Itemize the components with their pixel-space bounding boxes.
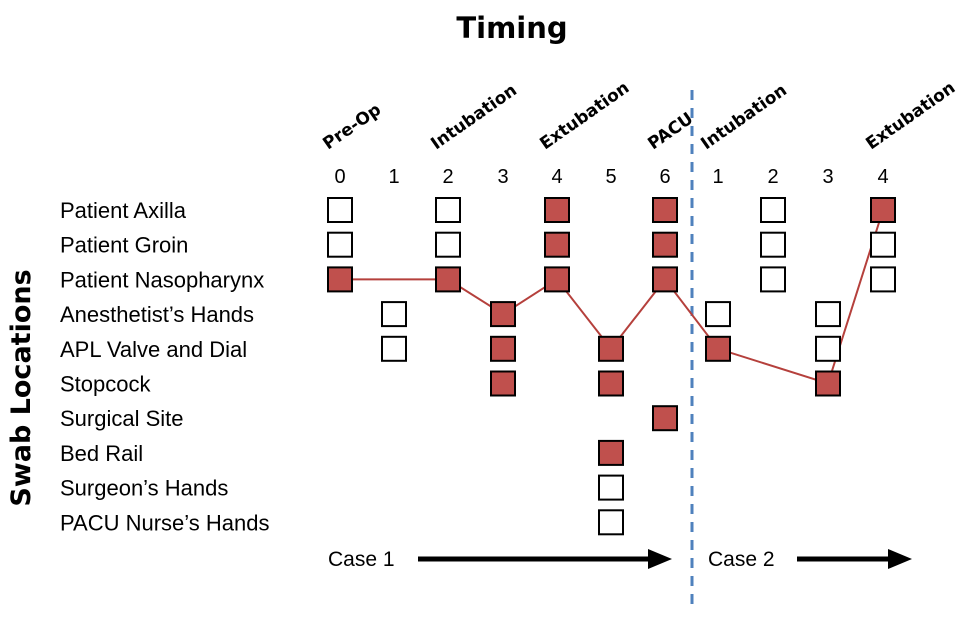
- positive-sample-marker: [652, 197, 678, 223]
- phase-label: Intubation: [427, 80, 520, 154]
- timepoint-labels: 0 1 2 3 4 5 6 1 2 3 4: [334, 166, 888, 188]
- timepoint-label: 2: [767, 166, 778, 188]
- positive-sample-marker: [652, 266, 678, 293]
- row-label: Stopcock: [60, 372, 151, 397]
- negative-sample-marker: [815, 335, 841, 362]
- timepoint-label: 1: [712, 166, 723, 188]
- negative-sample-marker: [705, 301, 731, 328]
- case-2-arrowhead: [888, 549, 912, 569]
- row-label: Surgeon’s Hands: [60, 476, 228, 501]
- positive-sample-marker: [598, 335, 624, 362]
- negative-sample-marker: [598, 474, 624, 501]
- phase-label: Extubation: [862, 78, 959, 154]
- case-1-arrowhead: [648, 549, 672, 569]
- negative-sample-marker: [870, 266, 896, 293]
- case-markers: Case 1 Case 2: [328, 548, 912, 571]
- timepoint-label: 4: [551, 166, 562, 188]
- positive-sample-marker: [435, 266, 461, 293]
- negative-sample-marker: [598, 509, 624, 536]
- positive-sample-marker: [490, 335, 516, 362]
- negative-sample-marker: [327, 197, 353, 223]
- timepoint-label: 6: [659, 166, 670, 188]
- positive-sample-marker: [544, 231, 570, 258]
- positive-sample-marker: [815, 370, 841, 397]
- row-label: Patient Groin: [60, 233, 188, 258]
- negative-sample-marker: [760, 231, 786, 258]
- row-label: Patient Nasopharynx: [60, 267, 264, 292]
- timepoint-label: 2: [442, 166, 453, 188]
- y-axis-label: Swab Locations: [6, 269, 37, 506]
- positive-sample-marker: [327, 266, 353, 293]
- row-label: PACU Nurse’s Hands: [60, 510, 269, 535]
- positive-sample-marker: [870, 197, 896, 223]
- negative-sample-marker: [435, 197, 461, 223]
- diagram-title: Timing: [456, 11, 567, 45]
- negative-sample-marker: [381, 301, 407, 328]
- positive-sample-marker: [544, 197, 570, 223]
- positive-sample-marker: [490, 370, 516, 397]
- row-label: APL Valve and Dial: [60, 337, 247, 362]
- timepoint-label: 3: [822, 166, 833, 188]
- negative-sample-marker: [760, 197, 786, 223]
- case-1-label: Case 1: [328, 548, 395, 571]
- negative-sample-marker: [760, 266, 786, 293]
- row-label: Anesthetist’s Hands: [60, 302, 254, 327]
- negative-sample-marker: [870, 231, 896, 258]
- timepoint-label: 4: [877, 166, 888, 188]
- case-2-label: Case 2: [708, 548, 775, 571]
- row-label: Surgical Site: [60, 406, 184, 431]
- negative-sample-marker: [815, 301, 841, 328]
- row-label: Bed Rail: [60, 441, 143, 466]
- phase-label: PACU: [644, 109, 697, 154]
- timepoint-label: 5: [605, 166, 616, 188]
- negative-sample-marker: [435, 231, 461, 258]
- row-label: Patient Axilla: [60, 198, 187, 223]
- negative-sample-marker: [381, 335, 407, 362]
- positive-sample-marker: [652, 231, 678, 258]
- phase-label: Extubation: [536, 78, 633, 154]
- positive-sample-marker: [490, 301, 516, 328]
- phase-label: Pre-Op: [319, 100, 385, 154]
- timepoint-label: 0: [334, 166, 345, 188]
- timepoint-label: 3: [497, 166, 508, 188]
- timepoint-label: 1: [388, 166, 399, 188]
- positive-sample-marker: [544, 266, 570, 293]
- positive-sample-marker: [598, 370, 624, 397]
- negative-sample-marker: [327, 231, 353, 258]
- sample-grid: [327, 197, 896, 536]
- phase-label: Intubation: [697, 80, 790, 154]
- positive-sample-marker: [652, 405, 678, 432]
- positive-sample-marker: [705, 335, 731, 362]
- positive-sample-marker: [598, 439, 624, 466]
